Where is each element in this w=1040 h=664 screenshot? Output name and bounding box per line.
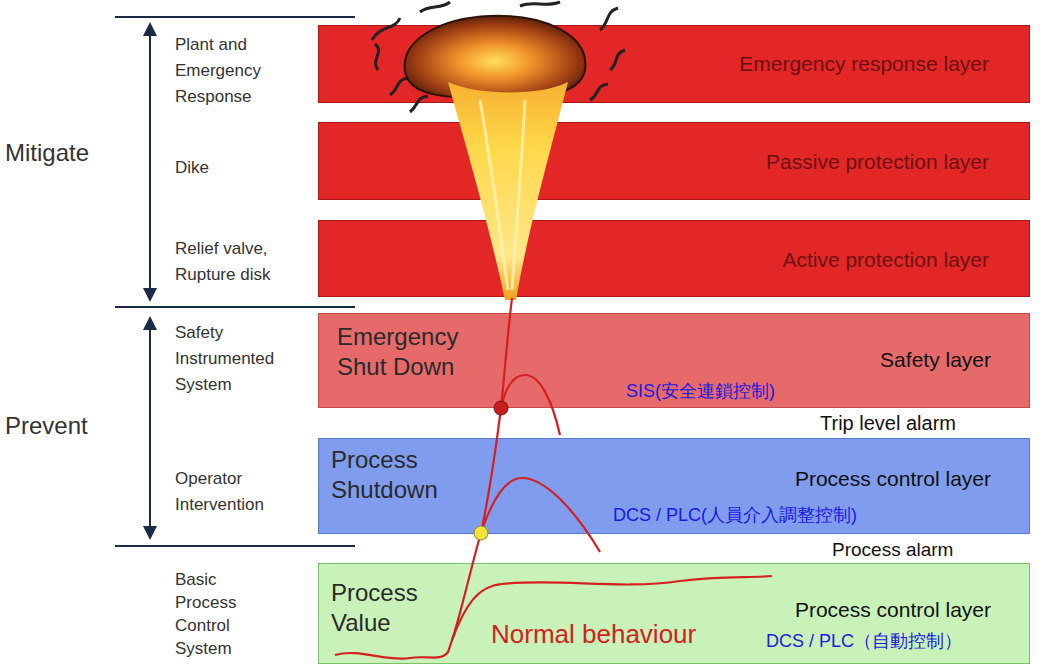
trip-dot xyxy=(494,401,508,415)
control-note: DCS / PLC（自動控制） xyxy=(766,630,962,652)
side-label: Relief valve, Rupture disk xyxy=(175,236,300,288)
layer-name: Process control layer xyxy=(795,466,991,491)
layer-band: Emergency Shut Down Safety layerSIS(安全連鎖控… xyxy=(318,313,1030,408)
layer-band: Process ValueNormal behaviour Process con… xyxy=(318,563,1030,664)
layer-name: Emergency response layer xyxy=(739,51,989,76)
side-label: Safety Instrumented System xyxy=(175,320,295,398)
arrow-head xyxy=(143,316,157,330)
layer-band: Active protection layer xyxy=(318,220,1030,297)
alarm-label: Trip level alarm xyxy=(818,411,958,435)
control-note: DCS / PLC(人員介入調整控制) xyxy=(613,504,857,526)
range-arrow xyxy=(149,30,151,294)
arrow-head xyxy=(143,22,157,36)
section-label: Mitigate xyxy=(5,138,89,167)
arrow-head xyxy=(143,526,157,540)
action-name: Process Shutdown xyxy=(331,445,471,505)
layer-name: Active protection layer xyxy=(782,247,989,272)
range-arrow xyxy=(149,324,151,532)
layer-name: Safety layer xyxy=(880,347,991,372)
divider-line xyxy=(115,545,355,547)
layer-band: Process Shutdown Process control layerDCS… xyxy=(318,438,1030,534)
section-label: Prevent xyxy=(5,411,88,440)
side-label: Basic Process Control System xyxy=(175,568,255,660)
divider-line xyxy=(115,16,355,18)
side-label: Dike xyxy=(175,155,285,181)
side-label: Operator Intervention xyxy=(175,466,295,518)
alarm-label: Process alarm xyxy=(830,538,955,561)
behaviour-text: Normal behaviour xyxy=(491,619,696,650)
layer-name: Passive protection layer xyxy=(766,149,989,174)
side-label: Plant and Emergency Response xyxy=(175,32,285,110)
arrow-head xyxy=(143,288,157,302)
layer-name: Process control layer xyxy=(795,597,991,622)
layer-band: Passive protection layer xyxy=(318,122,1030,200)
alarm-dot xyxy=(474,526,488,540)
action-name: Process Value xyxy=(331,578,446,638)
action-name: Emergency Shut Down xyxy=(337,322,497,382)
control-note: SIS(安全連鎖控制) xyxy=(626,380,775,402)
divider-line xyxy=(115,306,355,308)
